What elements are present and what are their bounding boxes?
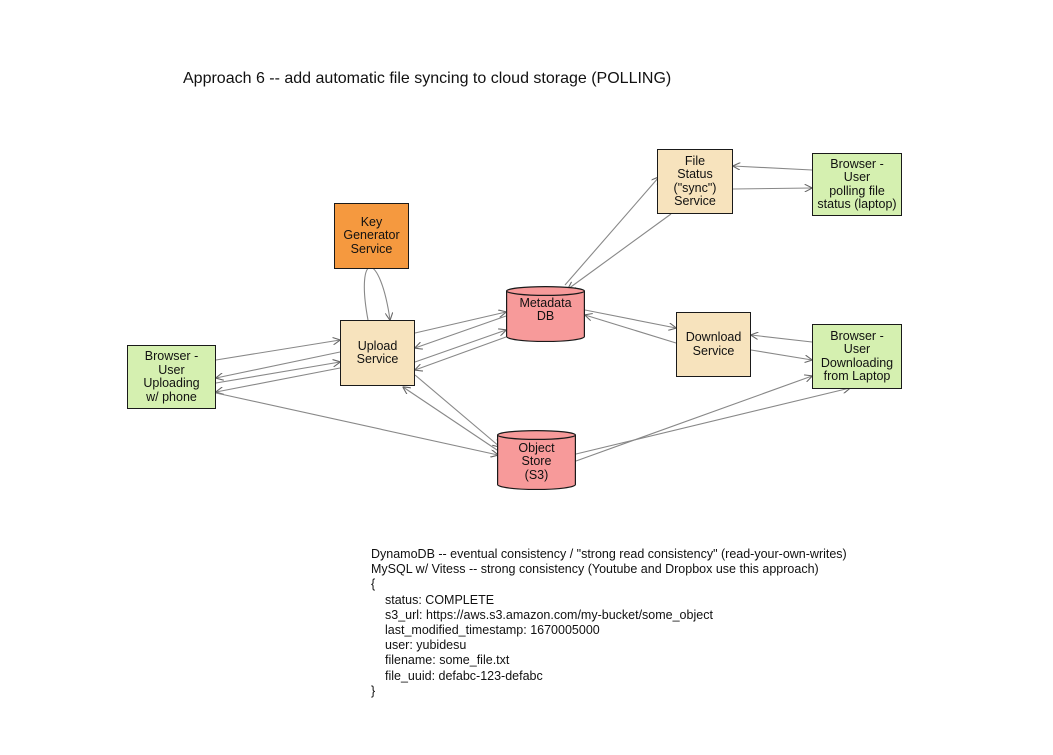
object-store-to-browser-arrow — [575, 388, 850, 455]
json-field: filename: some_file.txt — [385, 653, 510, 668]
download-to-browser-arrow — [750, 349, 812, 360]
metadata-db-cylinder: Metadata DB — [506, 286, 585, 342]
download-service-box: Download Service — [676, 312, 751, 377]
json-field: user: yubidesu — [385, 638, 467, 653]
object-store-label: Object Store (S3) — [518, 440, 555, 482]
key-generator-loop-arrow — [363, 267, 390, 321]
browser-downloading-laptop-box: Browser - User Downloading from Laptop — [812, 324, 902, 389]
browser-to-download-arrow — [751, 335, 813, 343]
note-line: DynamoDB -- eventual consistency / "stro… — [371, 547, 847, 561]
upload-to-metadata-arrow — [414, 312, 506, 334]
browser-to-file-status-arrow — [733, 166, 813, 171]
browser-uploading-phone-box: Browser - User Uploading w/ phone — [127, 345, 216, 409]
file-status-service-box: File Status ("sync") Service — [657, 149, 733, 214]
file-status-to-metadata-arrow — [568, 213, 672, 289]
diagram-title: Approach 6 -- add automatic file syncing… — [183, 70, 672, 87]
note-line: MySQL w/ Vitess -- strong consistency (Y… — [371, 562, 819, 577]
upload-response-arrow — [216, 367, 341, 392]
metadata-to-download-arrow — [584, 309, 676, 328]
metadata-to-upload-arrow — [415, 315, 507, 348]
upload-arrow — [215, 340, 340, 361]
cylinder-shape — [497, 430, 576, 490]
phone-to-object-store-arrow — [215, 392, 498, 455]
upload-response-arrow — [216, 351, 341, 378]
file-status-to-browser-arrow — [732, 188, 812, 189]
json-close-brace: } — [371, 683, 376, 698]
upload-arrow — [215, 362, 340, 384]
object-store-cylinder: Object Store (S3) — [497, 430, 576, 490]
metadata-db-label: Metadata DB — [519, 295, 572, 323]
json-field: file_uuid: defabc-123-defabc — [385, 668, 543, 683]
object-store-to-browser-arrow — [575, 376, 812, 462]
metadata-to-file-status-arrow — [564, 177, 659, 286]
json-field: s3_url: https://aws.s3.amazon.com/my-buc… — [385, 607, 713, 622]
json-open-brace: { — [371, 577, 376, 592]
upload-to-object-store-arrow — [414, 374, 500, 447]
browser-polling-status-box: Browser - User polling file status (lapt… — [812, 153, 902, 216]
upload-service-box: Upload Service — [340, 320, 415, 386]
object-store-to-upload-arrow — [403, 387, 501, 453]
notes-panel: DynamoDB -- eventual consistency / "stro… — [371, 547, 847, 699]
key-generator-service-box: Key Generator Service — [334, 203, 409, 269]
metadata-to-upload-arrow — [415, 336, 507, 370]
json-field: last_modified_timestamp: 1670005000 — [385, 623, 600, 638]
cylinder-shape — [506, 286, 585, 342]
json-field: status: COMPLETE — [385, 592, 495, 607]
download-to-metadata-arrow — [585, 315, 677, 344]
upload-to-metadata-arrow — [414, 330, 506, 363]
